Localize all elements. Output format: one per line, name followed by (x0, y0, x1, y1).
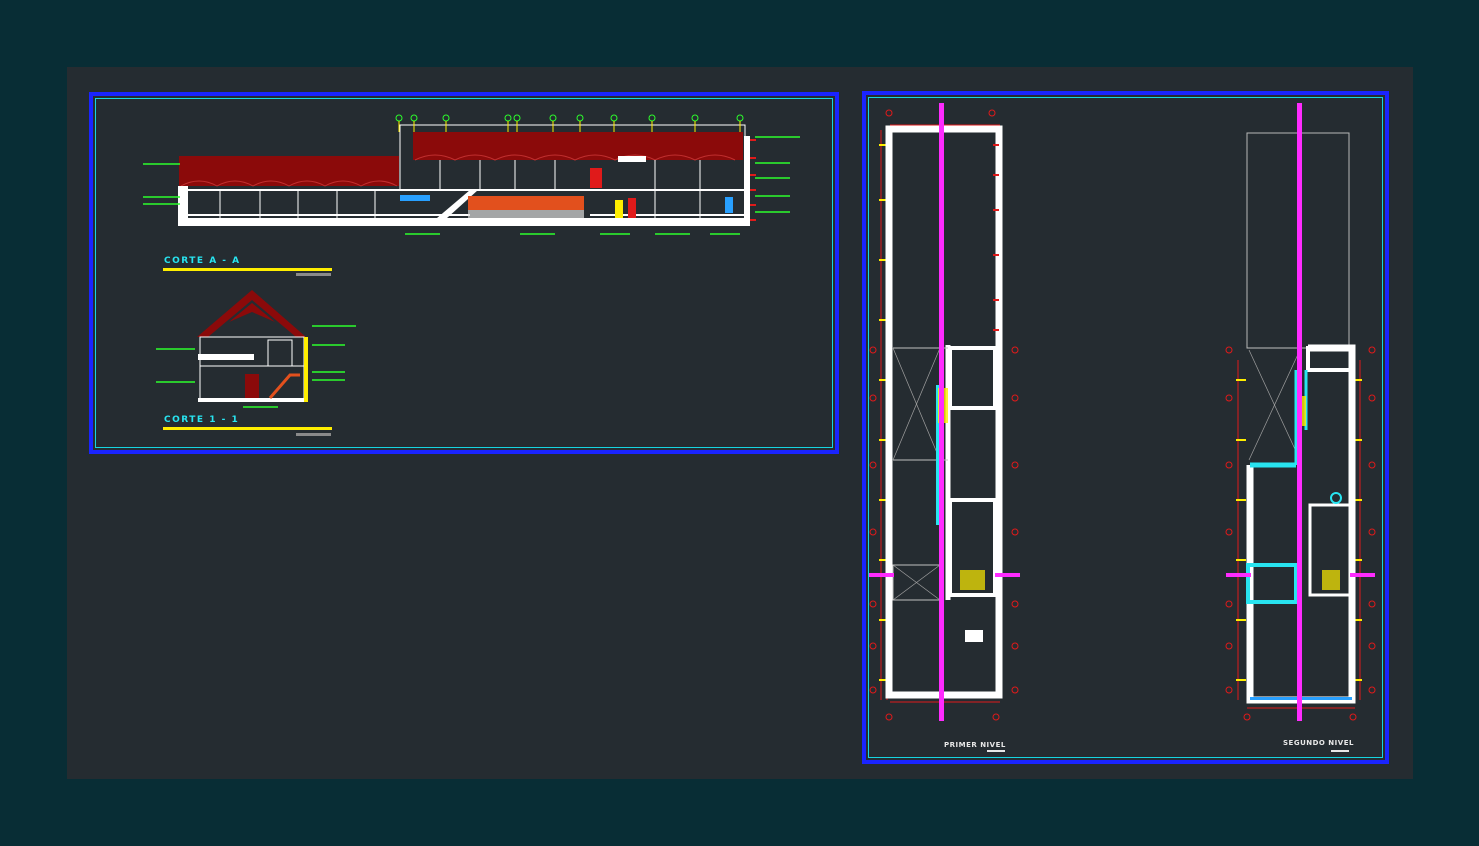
corte-a-title: CORTE A - A (164, 256, 241, 266)
primer-nivel-title: PRIMER NIVEL (944, 741, 1006, 749)
corte-a-section (143, 114, 800, 235)
sections-sheet (89, 92, 839, 454)
roof-left (179, 156, 399, 186)
corte-1-section (156, 290, 356, 408)
segundo-nivel-plan (1225, 103, 1376, 721)
roof-right (413, 132, 743, 160)
plans-sheet (862, 91, 1389, 764)
plans-sheet-inner-border (868, 97, 1383, 758)
corte-1-title: CORTE 1 - 1 (164, 415, 240, 425)
segundo-nivel-title: SEGUNDO NIVEL (1283, 739, 1354, 747)
primer-nivel-plan (869, 103, 1020, 721)
sections-sheet-inner-border (95, 98, 833, 448)
